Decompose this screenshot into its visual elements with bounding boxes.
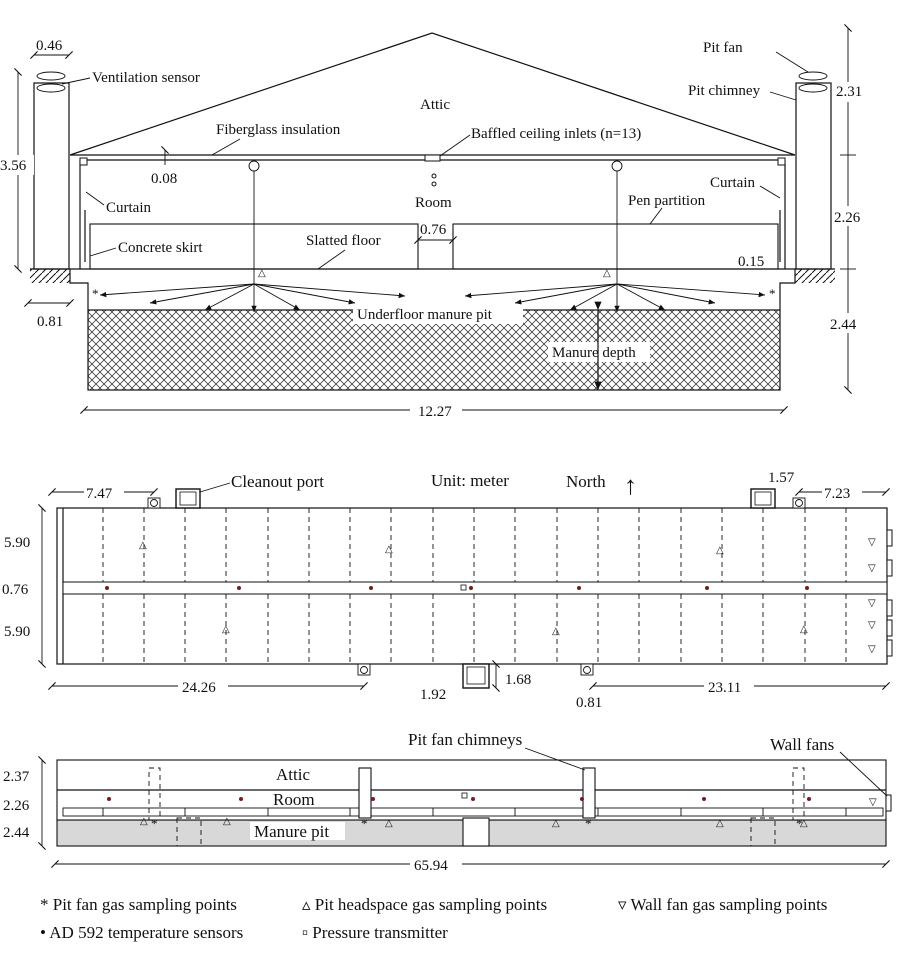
dim-skirt-gap: 0.15 <box>738 254 764 270</box>
dim-plan-aisle: 0.76 <box>2 582 29 598</box>
label-attic: Attic <box>420 97 450 113</box>
label-pit-fan-chimneys: Pit fan chimneys <box>408 730 522 749</box>
dim-chimney-height: 2.31 <box>836 84 862 100</box>
right-chimney <box>795 82 832 270</box>
dim-port-size: 1.57 <box>768 470 795 486</box>
left-chimney <box>33 82 70 270</box>
label-wall-fans: Wall fans <box>770 735 834 754</box>
legend-temperature: • AD 592 temperature sensors <box>40 923 244 942</box>
plan-view: △ △ △ △ △ △ ▽ ▽ ▽ ▽ ▽ Cleanout port Unit: meter… <box>0 470 893 711</box>
svg-text:△: △ <box>258 268 266 279</box>
svg-text:△: △ <box>385 544 393 555</box>
dim-right-offset: 7.23 <box>824 486 850 502</box>
dim-bottom-right: 23.11 <box>708 680 741 696</box>
dim-total-width: 12.27 <box>418 404 452 420</box>
dim-room-height: 2.26 <box>834 210 861 226</box>
dim-port-h: 1.68 <box>505 672 531 688</box>
elev-chimney-2 <box>582 767 596 819</box>
svg-text:*: * <box>796 816 803 831</box>
svg-text:△: △ <box>800 818 808 829</box>
dim-bottom-offset: 0.81 <box>576 695 602 711</box>
label-ventilation-sensor: Ventilation sensor <box>92 70 200 86</box>
svg-text:▽: ▽ <box>868 537 876 548</box>
label-pit-fan: Pit fan <box>703 40 743 56</box>
label-pen-partition: Pen partition <box>628 193 706 209</box>
svg-text:△: △ <box>603 268 611 279</box>
dim-pit-height: 2.44 <box>830 317 857 333</box>
svg-text:*: * <box>151 816 158 831</box>
svg-text:▽: ▽ <box>868 598 876 609</box>
label-underfloor-pit: Underfloor manure pit <box>357 307 493 323</box>
svg-text:△: △ <box>139 540 147 551</box>
svg-text:△: △ <box>385 818 393 829</box>
svg-text:▽: ▽ <box>869 797 877 808</box>
label-fiberglass: Fiberglass insulation <box>216 122 341 138</box>
north-arrow-icon: ↑ <box>624 471 637 500</box>
svg-text:*: * <box>361 816 368 831</box>
dim-bottom-left: 24.26 <box>182 680 216 696</box>
svg-text:△: △ <box>552 626 560 637</box>
dim-elev-length: 65.94 <box>414 858 448 874</box>
dim-elev-pit: 2.44 <box>3 825 30 841</box>
dim-row2: 5.90 <box>4 624 30 640</box>
dim-insulation: 0.08 <box>151 171 177 187</box>
label-concrete-skirt: Concrete skirt <box>118 240 203 256</box>
svg-text:△: △ <box>552 818 560 829</box>
legend-wall-fan: ▿ Wall fan gas sampling points <box>618 895 828 914</box>
label-cleanout-port: Cleanout port <box>231 472 324 491</box>
ceiling-inlet <box>424 154 441 162</box>
cleanout-port <box>175 488 201 509</box>
label-curtain-left: Curtain <box>106 200 151 216</box>
elevation-view: △ △ △ △ △ △ ▽ * * * * Attic Room Manure pit Pit… <box>3 730 892 874</box>
svg-text:▽: ▽ <box>868 644 876 655</box>
elev-chimney-1 <box>358 767 372 819</box>
svg-text:*: * <box>769 286 776 301</box>
dim-offset: 0.81 <box>37 314 63 330</box>
svg-text:*: * <box>585 816 592 831</box>
label-pit-chimney: Pit chimney <box>688 83 761 99</box>
svg-text:△: △ <box>222 624 230 635</box>
svg-text:△: △ <box>716 545 724 556</box>
label-baffled-inlets: Baffled ceiling inlets (n=13) <box>471 126 641 142</box>
svg-text:△: △ <box>223 816 231 827</box>
dim-left-offset: 7.47 <box>86 486 113 502</box>
dim-elev-attic: 2.37 <box>3 769 30 785</box>
svg-text:▽: ▽ <box>868 563 876 574</box>
label-elev-room: Room <box>273 790 315 809</box>
legend-pressure: ▫ Pressure transmitter <box>302 923 448 942</box>
svg-text:△: △ <box>716 818 724 829</box>
label-elev-pit: Manure pit <box>254 822 329 841</box>
section-view: △ △ * * Ventilation sensor Attic Fibergl… <box>0 24 870 420</box>
legend-pit-headspace: ▵ Pit headspace gas sampling points <box>302 895 548 914</box>
label-unit: Unit: meter <box>431 471 509 490</box>
svg-text:▽: ▽ <box>868 620 876 631</box>
svg-text:△: △ <box>800 624 808 635</box>
label-curtain-right: Curtain <box>710 175 755 191</box>
svg-text:*: * <box>92 286 99 301</box>
label-slatted-floor: Slatted floor <box>306 233 381 249</box>
legend-pit-fan: * Pit fan gas sampling points <box>40 895 237 914</box>
dim-chimney-width: 0.46 <box>36 38 63 54</box>
label-elev-attic: Attic <box>276 765 310 784</box>
dim-port-w: 1.92 <box>420 687 446 703</box>
dim-row1: 5.90 <box>4 535 30 551</box>
dim-left-height: 3.56 <box>0 158 27 174</box>
label-room: Room <box>415 195 452 211</box>
roof <box>69 32 796 156</box>
dim-elev-room: 2.26 <box>3 798 30 814</box>
svg-text:△: △ <box>140 816 148 827</box>
label-manure-depth: Manure depth <box>552 345 636 361</box>
label-north: North <box>566 472 606 491</box>
dim-aisle: 0.76 <box>420 222 447 238</box>
